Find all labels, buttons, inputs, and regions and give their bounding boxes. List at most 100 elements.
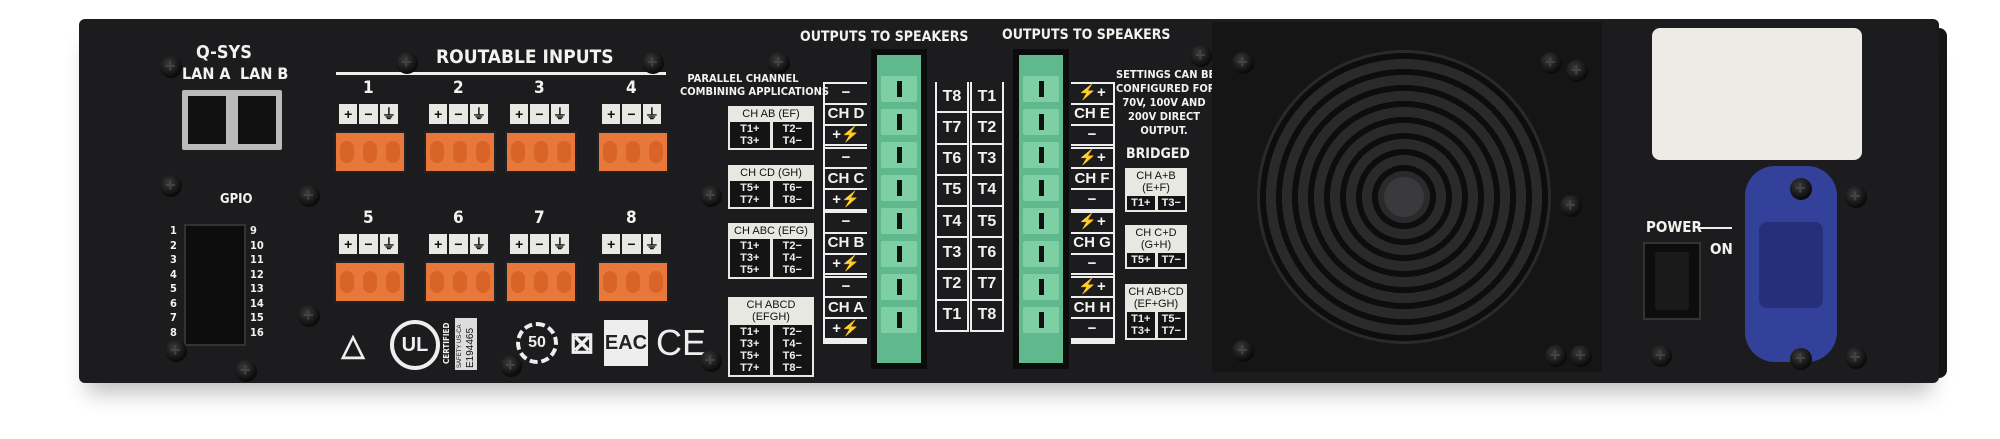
parallel-minus: T2− T4− T6− T8− <box>772 325 812 375</box>
input-terminal-3[interactable] <box>505 131 577 173</box>
pin-label: ⏚ <box>469 234 488 254</box>
right-channel-labels: ⚡+CH E−⚡+CH F−⚡+CH G−⚡+CH H− <box>1071 82 1115 344</box>
iec-power-inlet[interactable] <box>1745 166 1837 362</box>
terminal-screw <box>340 141 355 163</box>
pin-label: + <box>339 234 358 254</box>
bridged-group-name: CH AB+CD (EF+GH) <box>1128 286 1184 310</box>
pin-label: − <box>359 234 378 254</box>
plus-sign: ⚡+ <box>1071 213 1113 234</box>
channel-label-ch-a: −CH A+⚡ <box>825 278 867 342</box>
bridged-group: CH C+D (G+H)T5+T7− <box>1125 225 1187 269</box>
terminal-screw <box>648 271 663 293</box>
speaker-terminal-slot[interactable] <box>1023 175 1059 201</box>
pin-label: + <box>429 234 448 254</box>
lan-a-port[interactable] <box>188 96 226 144</box>
pin-label: − <box>530 234 549 254</box>
terminal-number: T2 <box>972 113 1002 145</box>
gpio-pin-number: 5 <box>170 282 177 295</box>
input-terminal-2[interactable] <box>424 131 496 173</box>
speaker-terminal-slot[interactable] <box>881 307 917 333</box>
right-speaker-terminal-block[interactable] <box>1013 49 1069 369</box>
gpio-connector[interactable] <box>184 224 246 346</box>
screw-icon <box>1545 345 1567 367</box>
power-rocker[interactable] <box>1655 252 1689 310</box>
speaker-terminal-slot[interactable] <box>881 274 917 300</box>
pin-label: − <box>359 104 378 124</box>
input-pin-labels: +−⏚ <box>510 104 569 124</box>
power-switch[interactable] <box>1643 242 1701 320</box>
lan-ports <box>182 90 282 150</box>
input-channel-number: 6 <box>453 208 464 228</box>
speaker-terminal-slot[interactable] <box>881 142 917 168</box>
bridged-plus: T1+ <box>1127 196 1155 210</box>
input-pin-labels: +−⏚ <box>339 104 398 124</box>
lan-b-port[interactable] <box>238 96 276 144</box>
parallel-group: CH CD (GH)T5+ T7+T6− T8− <box>728 165 814 209</box>
input-channel-number: 7 <box>534 208 545 228</box>
speaker-terminal-slot[interactable] <box>1023 241 1059 267</box>
plus-sign: ⚡+ <box>1071 149 1113 170</box>
input-terminal-8[interactable] <box>597 261 669 303</box>
screw-icon <box>1566 60 1588 82</box>
parallel-group-name: CH CD (GH) <box>740 167 802 179</box>
input-terminal-5[interactable] <box>334 261 406 303</box>
input-channel-number: 1 <box>363 78 374 98</box>
minus-sign: − <box>1071 319 1113 340</box>
speaker-terminal-slot[interactable] <box>881 208 917 234</box>
rohs-50-icon: 50 <box>516 322 558 364</box>
gpio-pin-number: 8 <box>170 325 177 339</box>
screw-icon <box>165 340 187 362</box>
pin-label: ⏚ <box>642 234 661 254</box>
pin-label: − <box>622 234 641 254</box>
minus-sign: − <box>1071 255 1113 276</box>
outputs-title-left: OUTPUTS TO SPEAKERS <box>800 29 969 45</box>
speaker-terminal-slot[interactable] <box>881 241 917 267</box>
terminal-number: T2 <box>937 270 967 301</box>
parallel-group: CH ABCD (EFGH)T1+ T3+ T5+ T7+T2− T4− T6−… <box>728 297 814 377</box>
terminal-screw <box>648 141 663 163</box>
speaker-terminal-slot[interactable] <box>1023 208 1059 234</box>
screw-icon <box>1190 45 1212 67</box>
terminal-number: T8 <box>937 82 967 114</box>
gpio-pin-number: 1 <box>170 224 177 237</box>
speaker-terminal-slot[interactable] <box>1023 76 1059 102</box>
gpio-pin-number: 6 <box>170 296 177 310</box>
input-terminal-7[interactable] <box>505 261 577 303</box>
left-speaker-terminal-block[interactable] <box>871 49 927 369</box>
fan-housing <box>1212 22 1602 372</box>
speaker-terminal-slot[interactable] <box>881 76 917 102</box>
input-terminal-1[interactable] <box>334 131 406 173</box>
terminal-screw <box>556 271 571 293</box>
channel-name: CH B <box>825 234 867 255</box>
screw-icon <box>1790 348 1812 370</box>
pin-label: − <box>530 104 549 124</box>
parallel-group: CH AB (EF)T1+ T3+T2− T4− <box>728 106 814 150</box>
minus-sign: − <box>825 84 867 105</box>
pin-label: − <box>622 104 641 124</box>
speaker-terminal-slot[interactable] <box>1023 307 1059 333</box>
bridged-group: CH A+B (E+F)T1+T3− <box>1125 168 1187 212</box>
speaker-terminal-slot[interactable] <box>881 175 917 201</box>
speaker-terminal-slot[interactable] <box>1023 274 1059 300</box>
screw-icon <box>1232 52 1254 74</box>
speaker-terminal-slot[interactable] <box>1023 109 1059 135</box>
screw-icon <box>396 52 418 74</box>
pin-label: + <box>602 234 621 254</box>
power-label: POWER <box>1646 218 1702 236</box>
speaker-terminal-slot[interactable] <box>881 109 917 135</box>
screw-icon <box>700 350 722 372</box>
screw-icon <box>642 52 664 74</box>
parallel-minus: T6− T8− <box>772 181 812 207</box>
speaker-terminal-slot[interactable] <box>1023 142 1059 168</box>
minus-sign: − <box>1071 126 1113 147</box>
pin-label: − <box>449 104 468 124</box>
channel-label-ch-d: −CH D+⚡ <box>825 84 867 149</box>
ul-logo-icon: UL <box>390 320 440 370</box>
pin-label: ⏚ <box>550 104 569 124</box>
power-divider <box>1698 227 1732 229</box>
input-terminal-6[interactable] <box>424 261 496 303</box>
screw-icon <box>298 305 320 327</box>
terminal-number: T1 <box>937 301 967 332</box>
input-channel-number: 5 <box>363 208 374 228</box>
input-terminal-4[interactable] <box>597 131 669 173</box>
